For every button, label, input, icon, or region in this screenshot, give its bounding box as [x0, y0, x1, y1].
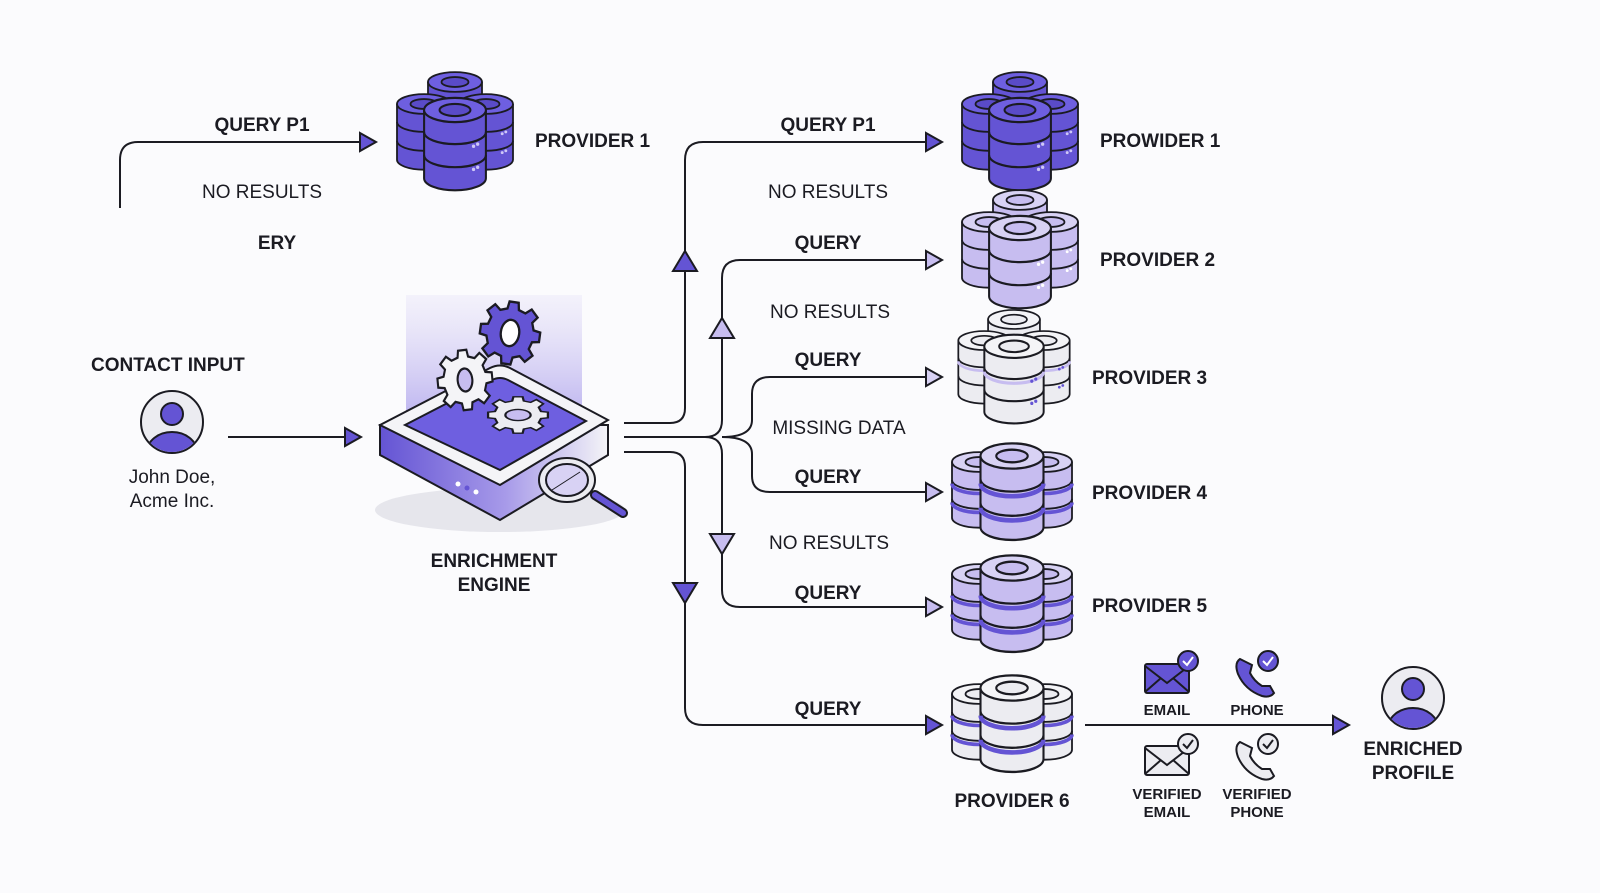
verified-email-label: VERIFIED: [1132, 786, 1201, 803]
database-icon: [952, 443, 1072, 540]
ghost-query-label: QUERY P1: [214, 115, 309, 136]
query-labels: QUERY P1 QUERY QUERY QUERY QUERY QUERY: [780, 115, 875, 720]
output-verified-phone: VERIFIED PHONE: [1222, 733, 1292, 821]
engine-label: ENGINE: [458, 575, 531, 596]
status-label: MISSING DATA: [772, 418, 906, 439]
email-label: EMAIL: [1144, 702, 1191, 719]
database-icon: [958, 310, 1069, 423]
ghost-status-label: NO RESULTS: [202, 182, 322, 203]
engine-led: [473, 489, 479, 495]
enriched-profile-label: PROFILE: [1372, 763, 1454, 784]
query-label-provider-4: QUERY: [795, 467, 862, 488]
contact-input: CONTACT INPUT John Doe, Acme Inc.: [91, 355, 364, 512]
query-label-provider-6: QUERY: [795, 699, 862, 720]
status-label: NO RESULTS: [768, 182, 888, 203]
waterfall-connectors: [624, 131, 945, 736]
gear-icon: [433, 345, 497, 415]
ghost-provider-label: PROVIDER 1: [535, 131, 651, 152]
status-label: NO RESULTS: [769, 533, 889, 554]
output-email: EMAIL: [1144, 650, 1199, 719]
database-icon: [962, 72, 1078, 190]
connector-provider-5: [704, 436, 928, 608]
contact-avatar-icon[interactable]: [140, 390, 204, 472]
ghost-provider-database-icon: [397, 72, 513, 190]
database-icon: [952, 675, 1072, 772]
profile-arrowhead: [1332, 714, 1352, 736]
profile-avatar-icon: [1381, 666, 1445, 730]
query-label-provider-1: QUERY P1: [780, 115, 875, 136]
gear-icon: [475, 296, 545, 370]
provider-6[interactable]: PROVIDER 6: [952, 675, 1072, 812]
email-icon: [1144, 650, 1199, 694]
contact-company: Acme Inc.: [130, 491, 214, 512]
arrowhead: [925, 366, 945, 388]
database-icon: [962, 190, 1078, 308]
ghost-truncated-label: ERY: [258, 233, 297, 254]
arrowhead: [925, 249, 945, 271]
arrowhead: [925, 596, 945, 618]
contact-name: John Doe,: [129, 467, 216, 488]
contact-input-title: CONTACT INPUT: [91, 355, 245, 376]
enriched-profile-label: ENRICHED: [1363, 739, 1462, 760]
connector-provider-4: [721, 436, 928, 493]
database-icon: [952, 555, 1072, 652]
engine-led: [455, 481, 461, 487]
provider-label: PROVIDER 6: [954, 791, 1069, 812]
direction-up-arrow: [708, 316, 736, 339]
provider-1[interactable]: PROWIDER 1: [962, 72, 1221, 190]
provider-2[interactable]: PROVIDER 2: [962, 190, 1215, 308]
magnifier-icon: [538, 457, 628, 518]
provider-4[interactable]: PROVIDER 4: [952, 443, 1208, 540]
enrichment-engine[interactable]: ENRICHMENT ENGINE: [375, 295, 628, 596]
gear-icon: [486, 395, 550, 435]
verified-email-icon: [1144, 733, 1199, 776]
ghost-arrowhead: [359, 131, 379, 153]
provider-label: PROVIDER 4: [1092, 483, 1208, 504]
ghost-frame: QUERY P1 NO RESULTS ERY PROVIDER 1: [119, 72, 651, 254]
provider-3[interactable]: PROVIDER 3: [958, 310, 1207, 423]
query-label-provider-3: QUERY: [795, 350, 862, 371]
query-label-provider-2: QUERY: [795, 233, 862, 254]
provider-label: PROVIDER 5: [1092, 596, 1208, 617]
output-verified-email: VERIFIED EMAIL: [1132, 733, 1202, 821]
connector-provider-3: [721, 376, 928, 438]
arrowhead: [925, 481, 945, 503]
output-phone: PHONE: [1230, 650, 1284, 719]
verified-phone-label: VERIFIED: [1222, 786, 1291, 803]
direction-down-arrow: [671, 582, 699, 605]
phone-label: PHONE: [1230, 702, 1283, 719]
connector-provider-2: [704, 259, 928, 438]
verified-phone-icon: [1235, 733, 1279, 781]
provider-label: PROVIDER 2: [1100, 250, 1215, 271]
provider-label: PROVIDER 3: [1092, 368, 1207, 389]
direction-up-arrow: [671, 249, 699, 272]
status-labels: NO RESULTS NO RESULTS MISSING DATA NO RE…: [768, 182, 906, 554]
arrowhead: [925, 714, 945, 736]
contact-arrowhead: [344, 426, 364, 448]
phone-icon: [1235, 650, 1279, 698]
enriched-profile[interactable]: ENRICHED PROFILE: [1363, 666, 1463, 784]
verified-email-label: EMAIL: [1144, 804, 1191, 821]
engine-led: [464, 485, 470, 491]
provider-5[interactable]: PROVIDER 5: [952, 555, 1208, 652]
arrowhead: [925, 131, 945, 153]
status-label: NO RESULTS: [770, 302, 890, 323]
verified-phone-label: PHONE: [1230, 804, 1283, 821]
engine-label: ENRICHMENT: [431, 551, 558, 572]
ghost-query-connector: [119, 141, 362, 208]
connector-provider-1: [624, 141, 928, 424]
provider-label: PROWIDER 1: [1100, 131, 1221, 152]
query-label-provider-5: QUERY: [795, 583, 862, 604]
direction-down-arrow: [708, 533, 736, 556]
